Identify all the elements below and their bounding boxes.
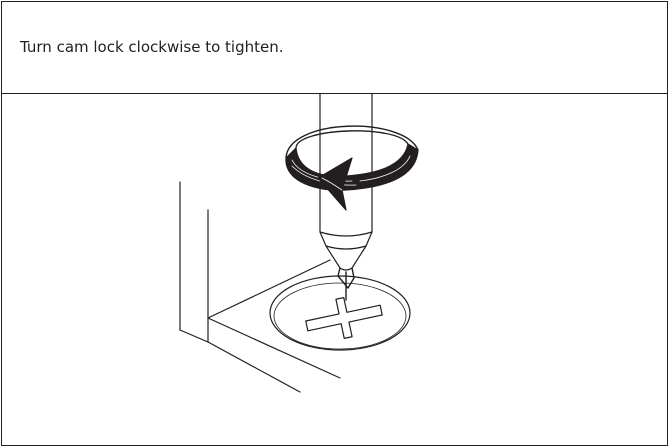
- cam-lock-icon: [269, 275, 411, 351]
- instruction-caption-row: Turn cam lock clockwise to tighten.: [2, 2, 667, 94]
- cross-slot-icon: [305, 297, 383, 339]
- clockwise-rotation-arrow-icon: [285, 125, 419, 211]
- screwdriver-icon: [319, 93, 373, 301]
- panel-edge-lines: [179, 181, 341, 393]
- instruction-text: Turn cam lock clockwise to tighten.: [20, 38, 284, 56]
